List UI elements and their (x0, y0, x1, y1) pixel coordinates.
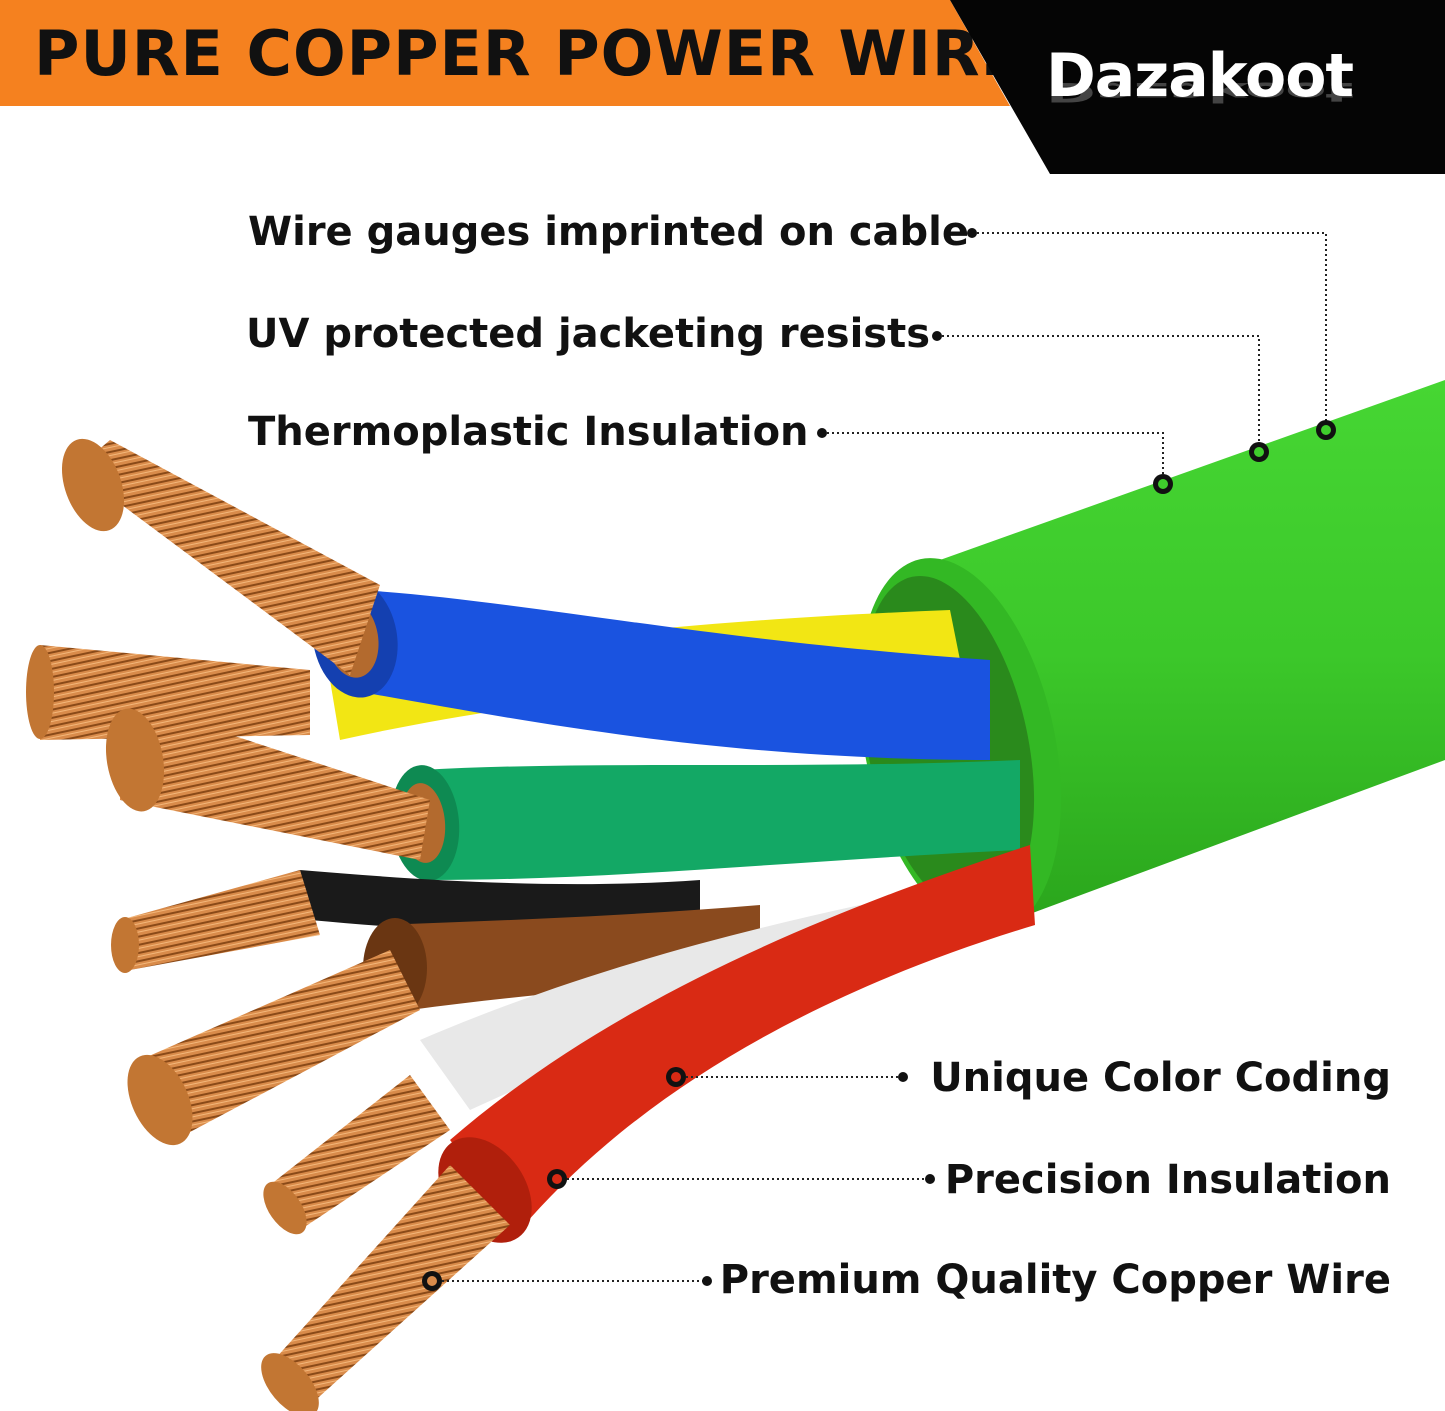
callout-dots-top (817, 228, 1336, 494)
callout-copper-wire: Premium Quality Copper Wire (719, 1257, 1391, 1303)
callout-thermoplastic: Thermoplastic Insulation (248, 409, 809, 455)
callout-color-coding: Unique Color Coding (930, 1055, 1391, 1101)
callout-uv-protected: UV protected jacketing resists (246, 311, 931, 357)
banner-title: PURE COPPER POWER WIRE (34, 17, 1024, 90)
callout-wire-gauges: Wire gauges imprinted on cable (248, 209, 970, 255)
callout-leaders-top (822, 232, 1327, 484)
title-banner (0, 0, 1010, 106)
callout-precision-insulation: Precision Insulation (944, 1157, 1391, 1203)
brand-logo: Dazakoot (1046, 41, 1354, 111)
callout-dots-bottom (422, 1067, 935, 1291)
copper-strands (26, 438, 510, 1411)
callout-leaders-bottom (432, 1076, 930, 1282)
